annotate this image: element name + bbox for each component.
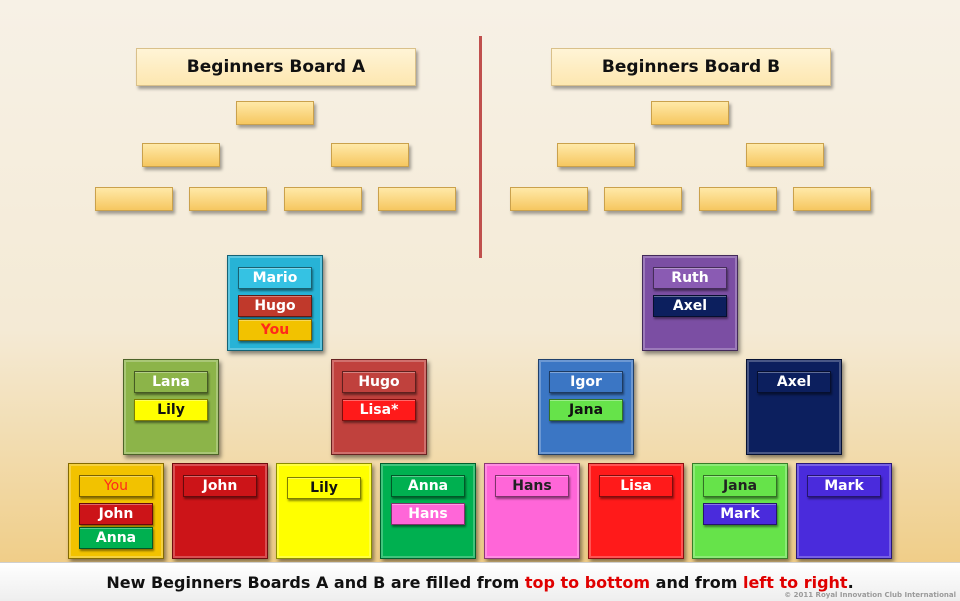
tree-a-mid-right-box: Hugo Lisa* [331, 359, 427, 455]
board-b-slot-mid-left [557, 143, 635, 167]
tree-b-bottom-box-4: Mark [796, 463, 892, 559]
tree-a-bottom-box-2: John [172, 463, 268, 559]
name-tag: Mario [238, 267, 312, 289]
tree-a-mid-left-box: Lana Lily [123, 359, 219, 455]
board-a-slot-bottom-2 [189, 187, 267, 211]
tree-b-top-box: Ruth Axel [642, 255, 738, 351]
name-tag: You [79, 475, 153, 497]
caption-text: New Beginners Boards A and B are filled … [106, 572, 525, 592]
name-tag: John [183, 475, 257, 497]
name-tag: Lisa [599, 475, 673, 497]
board-a-slot-bottom-4 [378, 187, 456, 211]
board-a-title: Beginners Board A [136, 48, 416, 86]
tree-b-mid-left-box: Igor Jana [538, 359, 634, 455]
tree-b-mid-right-box: Axel [746, 359, 842, 455]
board-b-slot-bottom-2 [604, 187, 682, 211]
board-b-slot-bottom-4 [793, 187, 871, 211]
caption-highlight: top to bottom [524, 572, 651, 592]
caption-text: . [847, 572, 854, 592]
name-tag: Lisa* [342, 399, 416, 421]
name-tag: Hugo [342, 371, 416, 393]
name-tag: Lana [134, 371, 208, 393]
name-tag: Anna [391, 475, 465, 497]
board-b-slot-top [651, 101, 729, 125]
name-tag: Lily [287, 477, 361, 499]
board-a-slot-mid-right [331, 143, 409, 167]
board-b-slot-bottom-3 [699, 187, 777, 211]
board-b-slot-mid-right [746, 143, 824, 167]
board-divider [479, 36, 482, 258]
name-tag: Ruth [653, 267, 727, 289]
caption-highlight: left to right [742, 572, 848, 592]
board-a-slot-bottom-3 [284, 187, 362, 211]
name-tag: Jana [549, 399, 623, 421]
name-tag: Hans [495, 475, 569, 497]
board-a-slot-top [236, 101, 314, 125]
board-b-title: Beginners Board B [551, 48, 831, 86]
name-tag: Mark [703, 503, 777, 525]
name-tag: Lily [134, 399, 208, 421]
board-a-slot-mid-left [142, 143, 220, 167]
name-tag: Anna [79, 527, 153, 549]
tree-b-bottom-box-3: Jana Mark [692, 463, 788, 559]
tree-b-bottom-box-1: Hans [484, 463, 580, 559]
tree-b-bottom-box-2: Lisa [588, 463, 684, 559]
name-tag: Axel [653, 295, 727, 317]
tree-a-bottom-box-4: Anna Hans [380, 463, 476, 559]
tree-a-bottom-box-1: You John Anna [68, 463, 164, 559]
board-a-slot-bottom-1 [95, 187, 173, 211]
name-tag: You [238, 319, 312, 341]
footer-caption: New Beginners Boards A and B are filled … [0, 562, 960, 601]
name-tag: Axel [757, 371, 831, 393]
board-b-slot-bottom-1 [510, 187, 588, 211]
name-tag: Hans [391, 503, 465, 525]
caption-text: and from [650, 572, 743, 592]
tree-a-bottom-box-3: Lily [276, 463, 372, 559]
name-tag: Mark [807, 475, 881, 497]
name-tag: John [79, 503, 153, 525]
copyright-text: © 2011 Royal Innovation Club Internation… [784, 591, 956, 599]
name-tag: Jana [703, 475, 777, 497]
name-tag: Igor [549, 371, 623, 393]
tree-a-top-box: Mario Hugo You [227, 255, 323, 351]
name-tag: Hugo [238, 295, 312, 317]
